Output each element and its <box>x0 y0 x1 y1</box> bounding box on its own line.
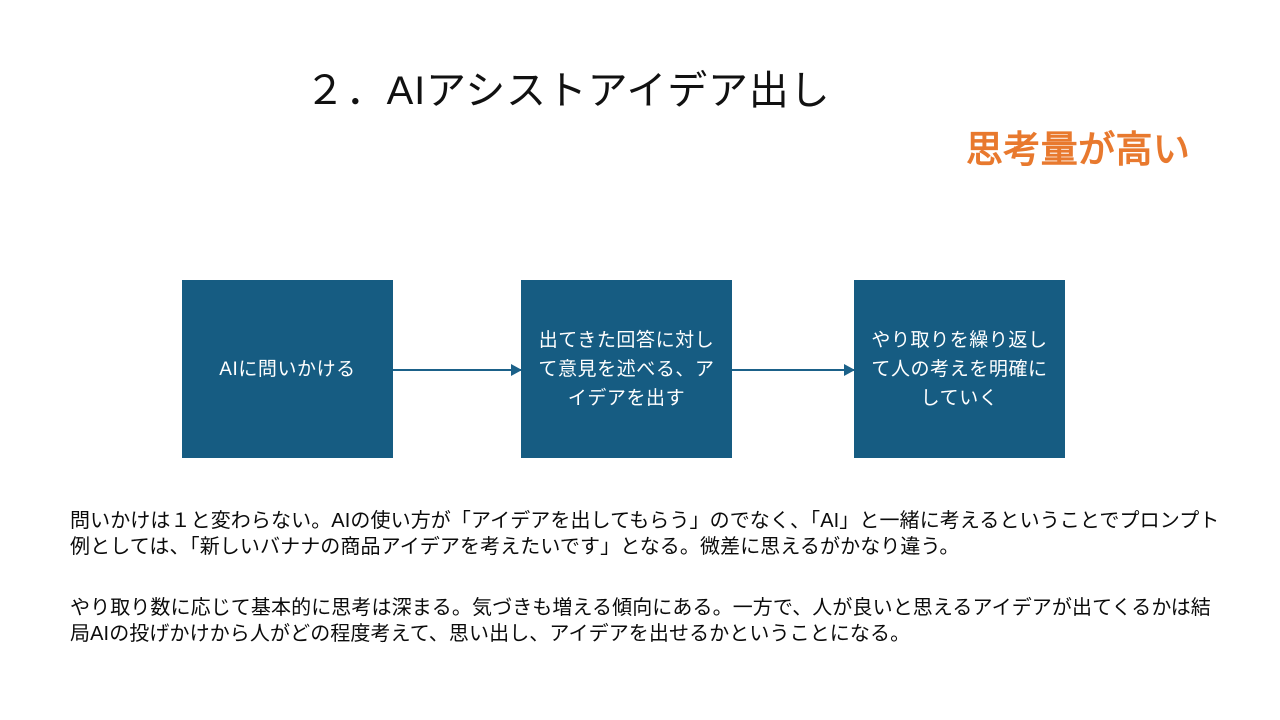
flow-step-2-label: 出てきた回答に対して意見を述べる、アイデアを出す <box>538 329 715 409</box>
page-title: ２．AIアシストアイデア出し <box>305 69 831 113</box>
title-row: ２．AIアシストアイデア出し 思考量が高い <box>0 62 1280 170</box>
arrow-box2-to-box3 <box>732 364 855 376</box>
arrow-head-icon <box>844 364 855 376</box>
flow-step-3: やり取りを繰り返して人の考えを明確にしていく <box>854 280 1065 458</box>
body-paragraph-1: 問いかけは１と変わらない。AIの使い方が「アイデアを出してもらう」のでなく、「A… <box>70 510 1220 558</box>
title-highlight-badge: 思考量が高い <box>966 129 1191 170</box>
flow-step-1-label: AIに問いかける <box>219 358 356 380</box>
body-paragraph-2: やり取り数に応じて基本的に思考は深まる。気づきも増える傾向にある。一方で、人が良… <box>70 597 1211 645</box>
flow-step-3-label: やり取りを繰り返して人の考えを明確にしていく <box>871 329 1048 409</box>
body-text-block: 問いかけは１と変わらない。AIの使い方が「アイデアを出してもらう」のでなく、「A… <box>70 508 1230 647</box>
arrow-head-icon <box>511 364 522 376</box>
arrow-shaft-icon <box>393 369 521 371</box>
arrow-box1-to-box2 <box>393 364 522 376</box>
arrow-shaft-icon <box>732 369 854 371</box>
flow-step-1: AIに問いかける <box>182 280 393 458</box>
flow-step-2: 出てきた回答に対して意見を述べる、アイデアを出す <box>521 280 732 458</box>
process-flow-diagram: AIに問いかける 出てきた回答に対して意見を述べる、アイデアを出す やり取りを繰… <box>0 280 1280 460</box>
